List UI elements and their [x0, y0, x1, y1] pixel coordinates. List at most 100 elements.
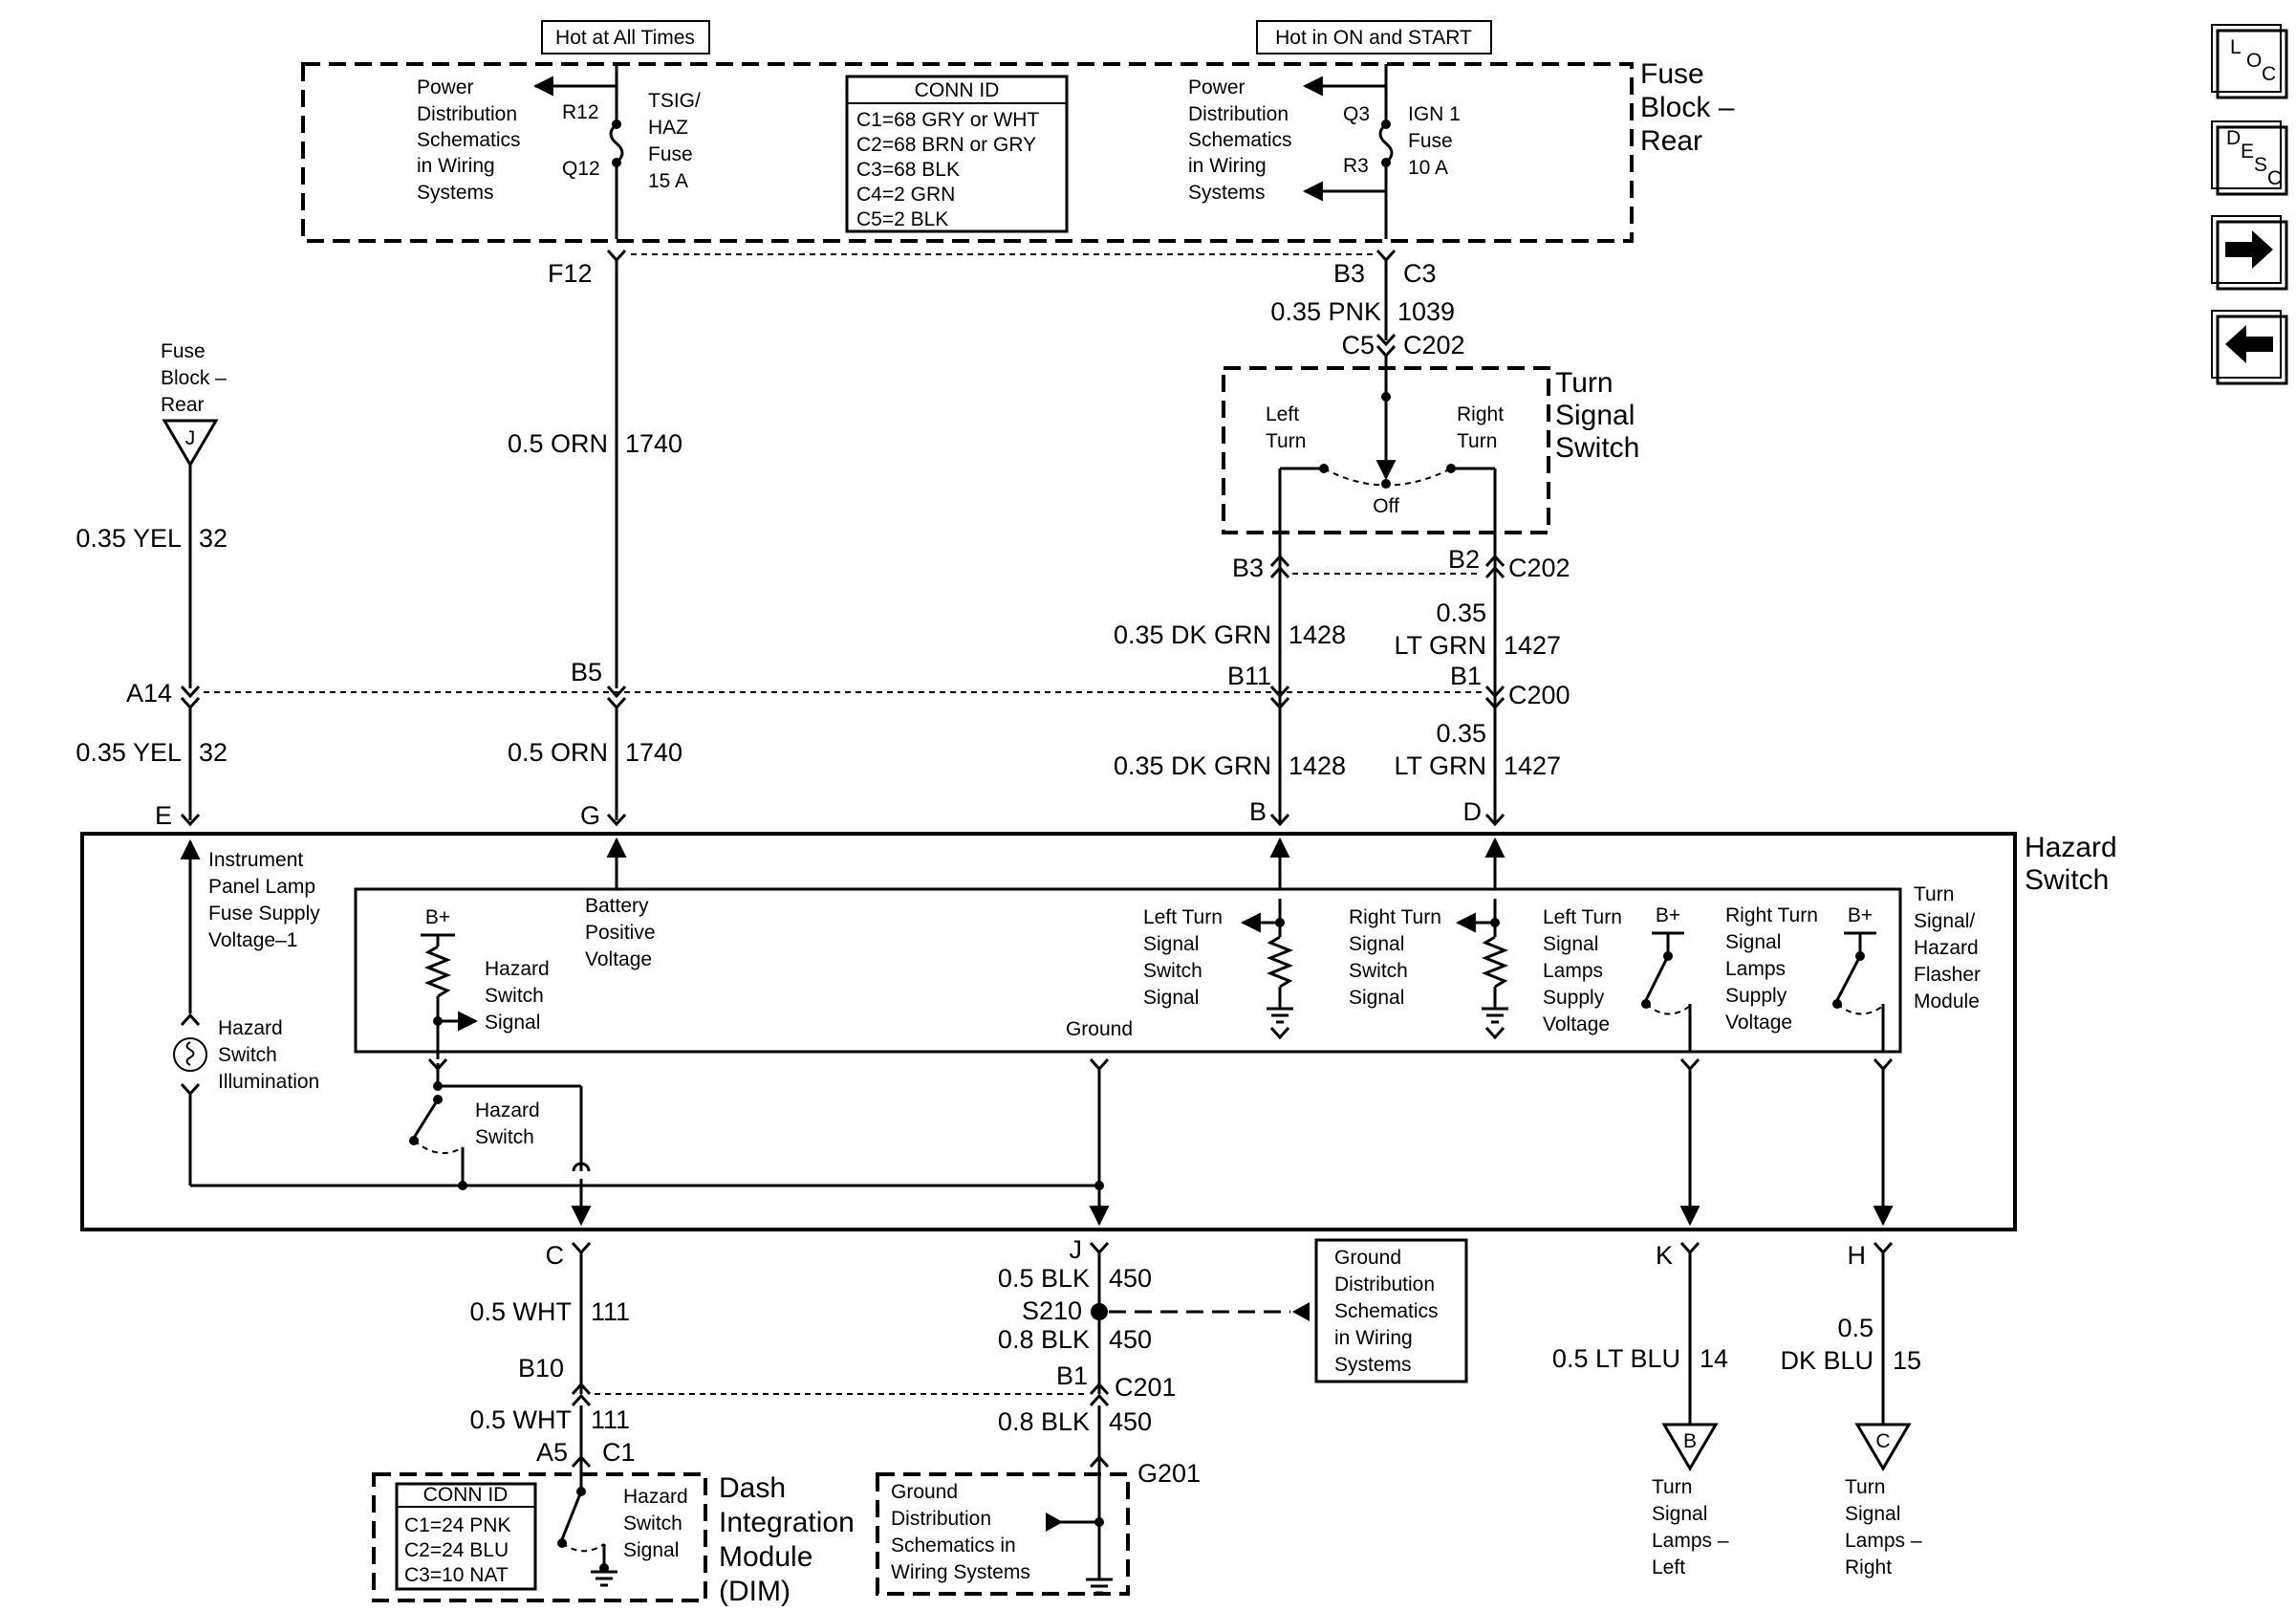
c5-label: C5: [1341, 331, 1375, 359]
svg-text:C1=68 GRY or WHT: C1=68 GRY or WHT: [856, 109, 1039, 131]
yel-32-circuit-a: 32: [199, 524, 227, 553]
bplus-right-lamps-label: B+: [1848, 904, 1873, 926]
b3-label: B3: [1333, 259, 1365, 288]
wht-111-gauge-b: 0.5 WHT: [469, 1405, 572, 1434]
tsig-haz-fuse-icon: [609, 64, 624, 239]
svg-text:Lamps –: Lamps –: [1652, 1530, 1729, 1552]
svg-text:Signal: Signal: [1349, 987, 1404, 1009]
r12-label: R12: [562, 101, 599, 123]
svg-text:Lamps –: Lamps –: [1845, 1530, 1922, 1552]
svg-text:Switch: Switch: [485, 985, 544, 1007]
right-turn-lamps-supply-label: Right Turn Signal Lamps Supply Voltage: [1725, 904, 1818, 1034]
svg-text:TSIG/: TSIG/: [648, 90, 701, 112]
svg-text:in Wiring: in Wiring: [1188, 155, 1267, 177]
svg-text:Left Turn: Left Turn: [1143, 906, 1223, 928]
svg-text:D: D: [2226, 127, 2241, 149]
b3-c202-label: B3: [1232, 554, 1264, 582]
svg-text:Systems: Systems: [417, 182, 494, 204]
svg-text:C3=68 BLK: C3=68 BLK: [856, 159, 960, 181]
ltgrn-1427-circuit-b: 1427: [1504, 751, 1561, 780]
svg-text:Illumination: Illumination: [218, 1071, 319, 1093]
c201-label: C201: [1115, 1373, 1177, 1402]
previous-button[interactable]: [2211, 310, 2288, 385]
left-power-distribution-label: Power Distribution Schematics in Wiring …: [417, 76, 521, 204]
wht-111-gauge-a: 0.5 WHT: [469, 1297, 572, 1326]
pnk-1039-gauge: 0.35 PNK: [1270, 297, 1381, 326]
svg-text:Left: Left: [1652, 1557, 1685, 1578]
dkgrn-1428-circuit-b: 1428: [1289, 751, 1346, 780]
svg-text:Hazard: Hazard: [623, 1486, 688, 1508]
s210-label: S210: [1022, 1296, 1082, 1325]
next-button[interactable]: [2211, 215, 2288, 291]
ip-lamp-supply-label: Instrument Panel Lamp Fuse Supply Voltag…: [208, 849, 320, 951]
dkgrn-1428-gauge-a: 0.35 DK GRN: [1114, 620, 1271, 649]
ltgrn-1427-gauge-a: 0.35: [1436, 599, 1486, 627]
blk-450-circuit-a: 450: [1109, 1264, 1152, 1293]
blk-450-gauge-c: 0.8 BLK: [998, 1407, 1090, 1436]
pin-j-label: J: [1070, 1235, 1083, 1264]
left-turn-lamps-supply-label: Left Turn Signal Lamps Supply Voltage: [1543, 906, 1622, 1035]
svg-text:O: O: [2246, 50, 2262, 72]
dim-hazard-switch-icon: [557, 1467, 617, 1587]
a14-label: A14: [126, 679, 172, 708]
svg-text:C: C: [2267, 167, 2282, 189]
hazard-illumination-label: Hazard Switch Illumination: [218, 1017, 319, 1093]
pin-d-label: D: [1463, 797, 1483, 826]
turn-signal-lamps-right-label: Turn Signal Lamps – Right: [1845, 1476, 1922, 1578]
svg-text:Right Turn: Right Turn: [1725, 904, 1818, 926]
fuse-block-title-3: Rear: [1640, 125, 1702, 157]
svg-text:Schematics: Schematics: [1334, 1300, 1439, 1322]
svg-text:Distribution: Distribution: [891, 1508, 991, 1530]
hazard-signal-resistor-icon: [421, 933, 479, 1059]
dkblu-15-gauge: 0.5: [1837, 1314, 1874, 1342]
q12-label: Q12: [562, 158, 600, 180]
hazard-illumination-lamp-icon: [173, 1012, 207, 1186]
loc-button[interactable]: L O C: [2211, 24, 2288, 99]
ign-fuse-label: IGN 1 Fuse 10 A: [1408, 103, 1461, 179]
bplus-left-label: B+: [425, 906, 450, 928]
svg-text:(DIM): (DIM): [719, 1576, 791, 1607]
dim-conn-id-title: CONN ID: [423, 1484, 509, 1506]
svg-text:Panel Lamp: Panel Lamp: [208, 876, 315, 898]
svg-text:Switch: Switch: [218, 1044, 277, 1066]
dkgrn-1428-circuit-a: 1428: [1289, 620, 1346, 649]
svg-text:Distribution: Distribution: [417, 103, 517, 125]
wht-111-circuit-b: 111: [591, 1405, 630, 1434]
b11-label: B11: [1227, 662, 1271, 690]
left-turn-label-2: Turn: [1266, 430, 1306, 452]
svg-text:Flasher: Flasher: [1914, 964, 1981, 986]
pin-e-label: E: [155, 801, 172, 830]
wht-111-circuit-a: 111: [591, 1297, 630, 1326]
svg-text:Rear: Rear: [161, 394, 205, 416]
hot-in-on-start-box: [1256, 20, 1492, 54]
turn-signal-lamps-left-triangle-icon: [1661, 1423, 1719, 1471]
b1-c200-label: B1: [1450, 662, 1482, 690]
svg-text:Signal: Signal: [1652, 1503, 1707, 1525]
turn-signal-lamps-left-label: Turn Signal Lamps – Left: [1652, 1476, 1729, 1578]
c202-top-label: C202: [1403, 331, 1465, 359]
ltblu-14-circuit: 14: [1700, 1344, 1728, 1373]
ground-distribution-box: [1314, 1238, 1468, 1383]
svg-text:Fuse Supply: Fuse Supply: [208, 903, 320, 925]
r3-label: R3: [1343, 155, 1369, 177]
svg-text:Power: Power: [1188, 76, 1245, 98]
svg-text:Schematics in: Schematics in: [891, 1535, 1016, 1557]
fuse-block-title-2: Block –: [1640, 92, 1735, 123]
svg-text:HAZ: HAZ: [648, 117, 688, 139]
svg-text:Lamps: Lamps: [1725, 958, 1786, 980]
dim-title: Dash Integration Module (DIM): [719, 1472, 855, 1607]
c3-label: C3: [1403, 259, 1437, 288]
hot-at-all-times-label: Hot at All Times: [555, 27, 695, 49]
left-arrow-icon: [2225, 325, 2273, 363]
blk-450-circuit-b: 450: [1109, 1325, 1152, 1354]
svg-text:Signal: Signal: [1143, 933, 1199, 955]
svg-text:Fuse: Fuse: [161, 340, 206, 362]
svg-text:Wiring Systems: Wiring Systems: [891, 1561, 1030, 1583]
svg-text:Fuse: Fuse: [648, 143, 693, 165]
hazard-switch-contact-label: Hazard Switch: [475, 1099, 540, 1148]
bplus-left-lamps-label: B+: [1656, 904, 1680, 926]
svg-text:Schematics: Schematics: [417, 129, 521, 151]
desc-button[interactable]: D E S C: [2211, 120, 2288, 196]
svg-text:Switch: Switch: [1143, 960, 1202, 982]
